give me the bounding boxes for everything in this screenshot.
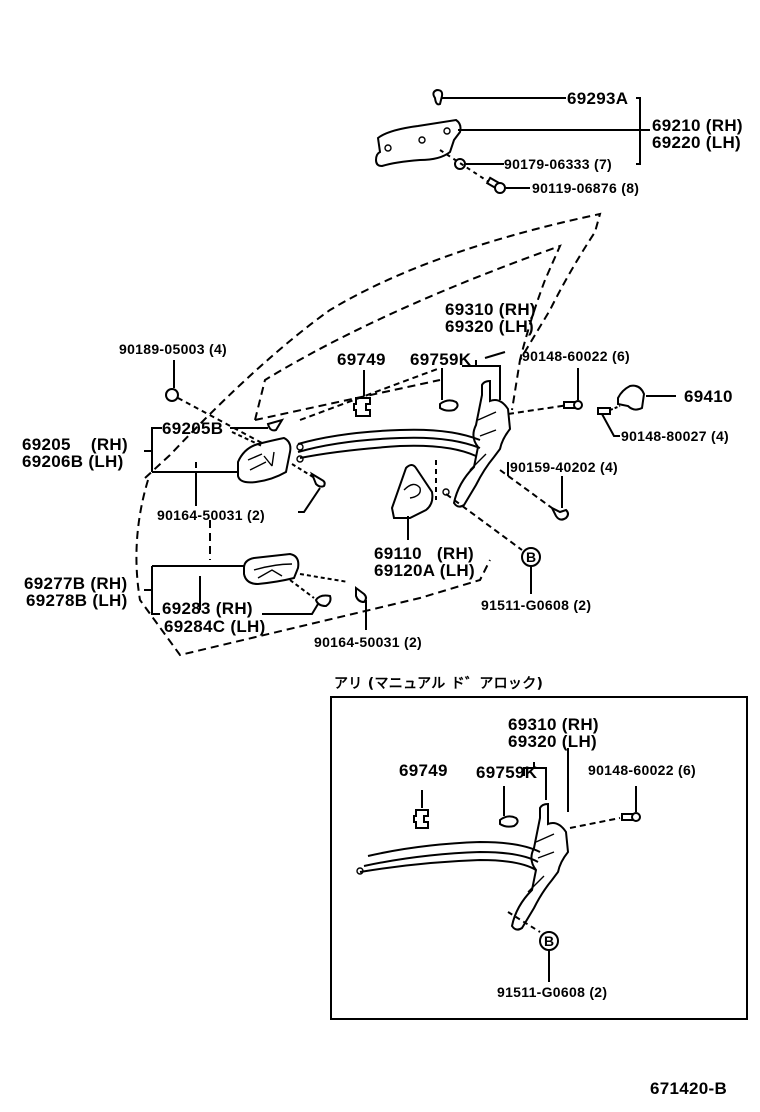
- label-69120A: 69120A (LH): [374, 561, 475, 580]
- label-90164-50031-b: 90164-50031 (2): [314, 634, 423, 650]
- label-69283: 69283 (RH): [162, 599, 253, 618]
- rod-clip-69759K: [439, 399, 459, 412]
- label-69410: 69410: [684, 387, 733, 406]
- lock-cover-69110: [390, 460, 523, 551]
- rod-holder-69749: [353, 397, 371, 417]
- label-69206B: 69206B (LH): [22, 452, 124, 471]
- door-lock-assembly: [442, 379, 576, 508]
- label-69205: 69205 (RH): [22, 435, 128, 454]
- door-striker-69410: [597, 384, 676, 437]
- inset-lock-assembly: [510, 802, 570, 931]
- inset-label-69320: 69320 (LH): [508, 732, 597, 751]
- door-outline: [135, 212, 602, 657]
- inset-label-90148-60022: 90148-60022 (6): [588, 762, 697, 778]
- screw-90148-60022: [563, 368, 583, 410]
- label-69110: 69110 (RH): [374, 544, 474, 563]
- inset-label-ref-b: B: [544, 933, 555, 949]
- screw-90164-50031-a: [309, 471, 326, 488]
- ref-b-marker-main: [521, 547, 541, 594]
- label-69220: 69220 (LH): [652, 133, 741, 152]
- drawing-number: 671420-B: [650, 1079, 728, 1098]
- screw-90159-40202: [499, 462, 569, 521]
- label-69310: 69310 (RH): [445, 300, 536, 319]
- inset-label-91511-G0608: 91511-G0608 (2): [497, 984, 608, 1000]
- label-69749: 69749: [337, 350, 386, 369]
- bolt-90119-icon: [485, 176, 506, 194]
- inside-handle-bezel-group: [144, 552, 367, 630]
- inside-lock-knob-group: [144, 418, 326, 513]
- outside-door-handle: [374, 118, 462, 168]
- lock-knob-69205B: [266, 418, 285, 432]
- label-90164-50031-a: 90164-50031 (2): [157, 507, 266, 523]
- label-ref-b: B: [526, 549, 537, 565]
- inset-manual-lock: [356, 748, 641, 982]
- inset-rod-holder-69749: [413, 809, 429, 829]
- inset-label-69749: 69749: [399, 761, 448, 780]
- label-69293A: 69293A: [567, 89, 629, 108]
- inset-frame: [330, 696, 748, 1020]
- label-69320: 69320 (LH): [445, 317, 534, 336]
- cap-69283: [314, 594, 332, 608]
- label-90189-05003: 90189-05003 (4): [119, 341, 228, 357]
- label-69278B: 69278B (LH): [26, 591, 128, 610]
- clip-90189: [165, 360, 276, 451]
- inside-handle-69205: [237, 436, 292, 484]
- label-69205B: 69205B: [162, 419, 224, 438]
- label-91511-G0608: 91511-G0608 (2): [481, 597, 592, 613]
- inset-label-69759K: 69759K: [476, 763, 538, 782]
- inset-label-69310: 69310 (RH): [508, 715, 599, 734]
- outside-handle-group: [374, 88, 650, 194]
- clip-69293A: [432, 88, 444, 106]
- label-90148-60022: 90148-60022 (6): [522, 348, 631, 364]
- lock-cables: [296, 428, 481, 463]
- label-90159-40202: 90159-40202 (4): [510, 459, 619, 475]
- label-90179-06333: 90179-06333 (7): [504, 156, 613, 172]
- screw-90164-50031-b: [355, 586, 367, 604]
- label-90148-80027: 90148-80027 (4): [621, 428, 730, 444]
- label-69277B: 69277B (RH): [24, 574, 128, 593]
- label-69284C: 69284C (LH): [164, 617, 266, 636]
- label-90119-06876: 90119-06876 (8): [532, 180, 640, 196]
- inset-rod-clip-69759K: [499, 815, 519, 828]
- handle-bezel-69277B: [243, 552, 300, 586]
- inset-caption: アリ (マニュアル ド゛アロック): [334, 676, 544, 692]
- rod-holders: [299, 351, 506, 421]
- label-69759K: 69759K: [410, 350, 472, 369]
- label-69210: 69210 (RH): [652, 116, 743, 135]
